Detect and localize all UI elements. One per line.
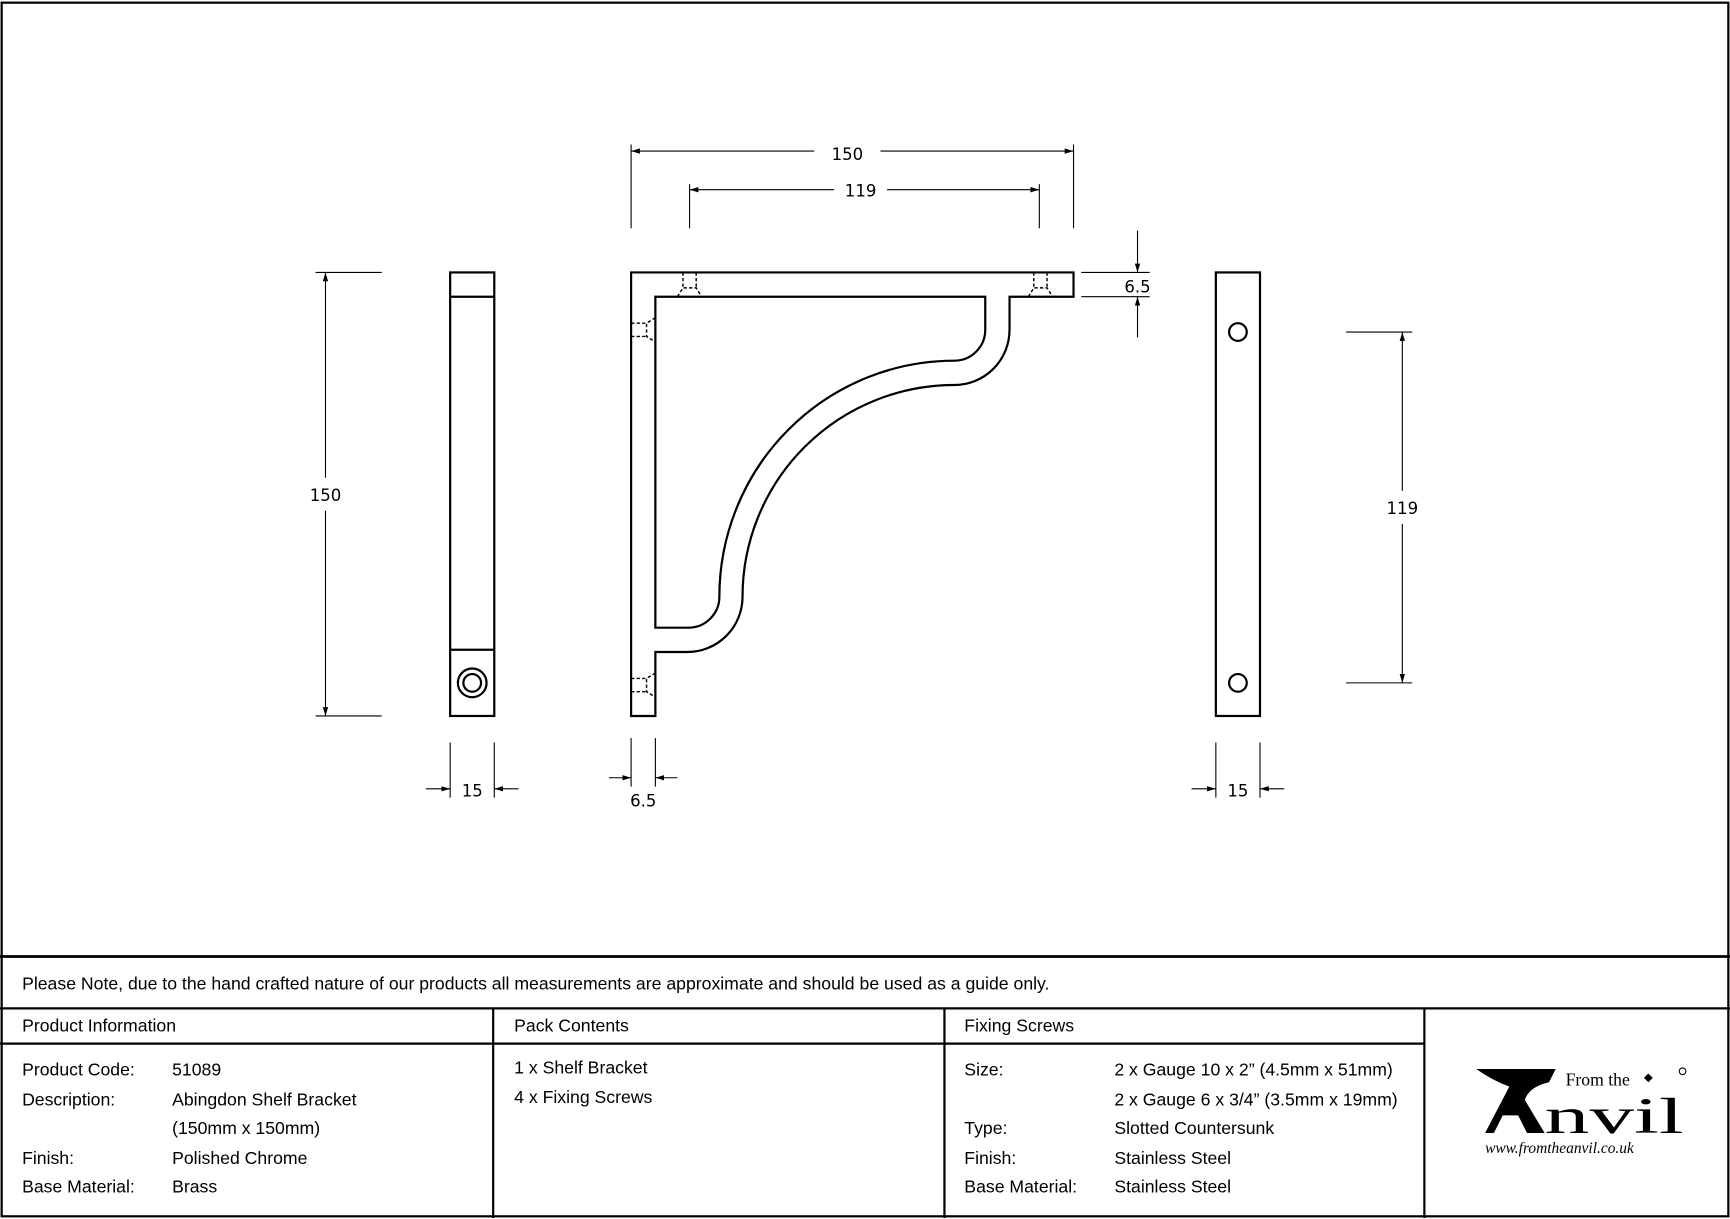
bracket-front-view: [629, 271, 1075, 718]
svg-text:Description:: Description:: [22, 1089, 115, 1109]
dimension-hole-spacing-side: 119: [1346, 331, 1419, 684]
screw-hole-icon: [1227, 672, 1248, 693]
diamond-icon: [1643, 1073, 1653, 1083]
fixing-screws-panel: Fixing Screws Size: 2 x Gauge 10 x 2” (4…: [964, 1016, 1397, 1197]
svg-text:From the: From the: [1566, 1070, 1630, 1090]
svg-text:Product Code:: Product Code:: [22, 1060, 135, 1080]
svg-text:Type:: Type:: [964, 1118, 1007, 1138]
dimension-plate-thickness-bottom: 6.5: [609, 738, 678, 810]
svg-text:6.5: 6.5: [1124, 277, 1150, 296]
section-heading: Product Information: [22, 1016, 176, 1036]
section-heading: Fixing Screws: [964, 1016, 1074, 1036]
svg-text:6.5: 6.5: [630, 791, 656, 810]
finish: Polished Chrome: [172, 1148, 308, 1168]
section-heading: Pack Contents: [514, 1016, 629, 1036]
svg-text:Finish:: Finish:: [22, 1148, 74, 1168]
list-item: 1 x Shelf Bracket: [514, 1057, 647, 1077]
svg-text:2 x Gauge 10 x 2” (4.5mm x 51m: 2 x Gauge 10 x 2” (4.5mm x 51mm): [1114, 1060, 1392, 1080]
svg-text:119: 119: [845, 181, 877, 200]
screw-hole-icon: [456, 667, 488, 699]
disclaimer-note: Please Note, due to the hand crafted nat…: [22, 974, 1049, 994]
dimension-overall-width: 150: [630, 144, 1075, 229]
product-information-panel: Product Information Product Code: 51089 …: [22, 1016, 357, 1197]
svg-text:150: 150: [310, 486, 342, 505]
from-the-anvil-logo: From the nvil www.fromtheanvil.co.uk: [1476, 1067, 1687, 1157]
svg-text:2 x Gauge 6 x 3/4” (3.5mm x 19: 2 x Gauge 6 x 3/4” (3.5mm x 19mm): [1114, 1089, 1397, 1109]
base-material: Brass: [172, 1177, 217, 1197]
svg-text:Stainless Steel: Stainless Steel: [1114, 1177, 1231, 1197]
screw-hole-icon: [1227, 322, 1248, 342]
svg-text:www.fromtheanvil.co.uk: www.fromtheanvil.co.uk: [1485, 1140, 1635, 1157]
dimension-overall-height: 150: [310, 271, 382, 717]
svg-text:Base Material:: Base Material:: [22, 1177, 135, 1197]
side-view-right: [1214, 271, 1262, 718]
dimension-plate-thickness-top: 6.5: [1081, 230, 1151, 338]
list-item: 4 x Fixing Screws: [514, 1087, 652, 1107]
product-code: 51089: [172, 1060, 221, 1080]
dimension-side-width-left: 15: [425, 742, 519, 801]
dimension-hole-spacing-top: 119: [689, 181, 1040, 229]
pack-contents-panel: Pack Contents 1 x Shelf Bracket 4 x Fixi…: [514, 1016, 652, 1108]
svg-text:Slotted Countersunk: Slotted Countersunk: [1114, 1118, 1274, 1138]
svg-text:15: 15: [462, 782, 483, 801]
svg-text:150: 150: [832, 145, 864, 164]
svg-text:Base Material:: Base Material:: [964, 1177, 1077, 1197]
svg-text:Finish:: Finish:: [964, 1148, 1016, 1168]
registered-mark-icon: [1678, 1067, 1687, 1076]
svg-text:Size:: Size:: [964, 1060, 1003, 1080]
svg-text:(150mm x 150mm): (150mm x 150mm): [172, 1118, 320, 1138]
description: Abingdon Shelf Bracket: [172, 1089, 356, 1109]
side-view-left: [449, 271, 496, 718]
dimension-side-width-right: 15: [1191, 742, 1285, 801]
svg-text:nvil: nvil: [1545, 1088, 1684, 1144]
svg-text:119: 119: [1387, 499, 1419, 518]
svg-text:15: 15: [1227, 782, 1248, 801]
svg-text:Stainless Steel: Stainless Steel: [1114, 1148, 1231, 1168]
anvil-icon: [1476, 1069, 1556, 1134]
